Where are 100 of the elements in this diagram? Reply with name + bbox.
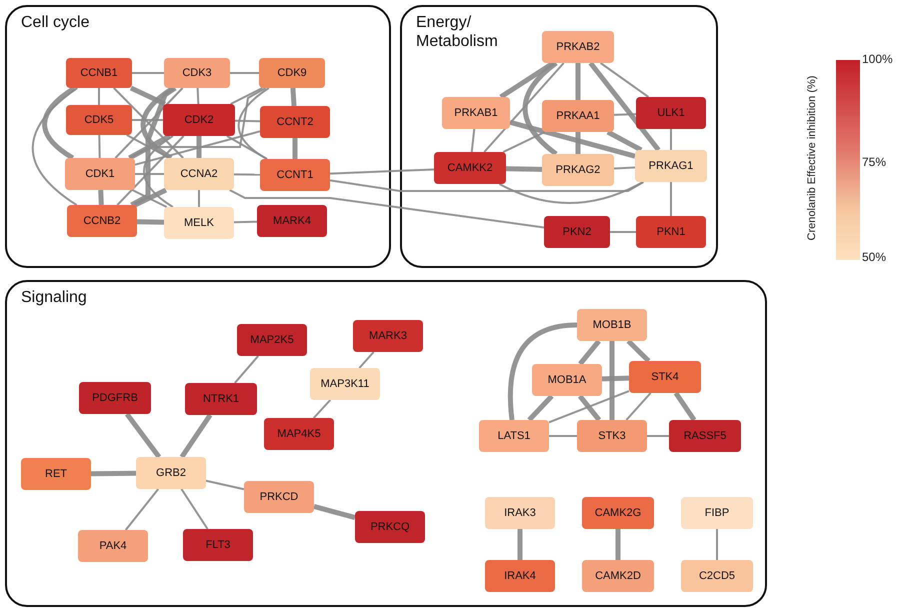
protein-node: RASSF5: [669, 420, 741, 452]
interaction-line: [527, 394, 554, 422]
protein-node: MARK4: [257, 205, 327, 237]
interaction-line: [576, 132, 580, 154]
interaction-line: [140, 86, 175, 160]
interaction-line: [614, 166, 636, 170]
protein-node: PRKAA1: [542, 100, 614, 132]
interaction-line: [180, 488, 208, 530]
interaction-line: [606, 130, 642, 152]
interaction-line: [196, 136, 202, 158]
protein-node: CDK3: [164, 58, 230, 88]
protein-node: CAMK2G: [582, 497, 654, 529]
interaction-line: [206, 480, 244, 490]
interaction-line: [42, 86, 76, 160]
panel-title: Signaling: [21, 288, 87, 307]
protein-node: MAP2K5: [237, 324, 307, 356]
protein-node: MOB1A: [532, 364, 602, 396]
protein-node: MAP3K11: [310, 368, 380, 400]
interaction-line: [506, 166, 542, 172]
interaction-line: [330, 179, 644, 192]
protein-node: IRAK3: [485, 497, 555, 529]
interaction-line: [647, 435, 669, 437]
interaction-line: [549, 435, 577, 437]
protein-node: CCNB1: [66, 58, 132, 88]
interaction-line: [358, 351, 374, 369]
protein-node: CCNT1: [260, 159, 330, 191]
protein-node: MARK3: [353, 320, 423, 352]
panel-title: Energy/ Metabolism: [416, 13, 499, 51]
interaction-line: [234, 220, 258, 224]
interaction-line: [670, 182, 672, 216]
interaction-line: [290, 88, 297, 106]
scale-tick-label: 50%: [862, 250, 886, 264]
group-panel: [400, 5, 718, 268]
protein-node: IRAK4: [485, 560, 555, 592]
interaction-line: [509, 120, 636, 159]
scale-title: Crenolanib Effective inhibition (%): [806, 74, 818, 242]
interaction-line: [124, 488, 160, 531]
interaction-line: [230, 87, 263, 105]
protein-node: CCNA2: [164, 158, 234, 190]
interaction-line: [229, 189, 544, 228]
protein-node: LATS1: [479, 420, 549, 452]
interaction-line: [234, 355, 259, 384]
protein-node: MOB1B: [577, 309, 647, 341]
interaction-line: [588, 61, 660, 152]
protein-node: FLT3: [183, 529, 253, 561]
interaction-line: [180, 414, 212, 458]
interaction-line: [134, 130, 260, 166]
protein-node: CCNB2: [67, 205, 137, 237]
interaction-line: [136, 219, 164, 225]
interaction-line: [130, 86, 166, 106]
protein-node: PRKCD: [244, 481, 314, 513]
protein-node: MELK: [164, 207, 234, 239]
interaction-line: [98, 134, 101, 158]
protein-node: PRKAB1: [442, 97, 510, 129]
interaction-line: [626, 339, 650, 363]
interaction-line: [670, 129, 672, 150]
interaction-line: [90, 470, 136, 476]
protein-node: GRB2: [136, 457, 206, 489]
protein-node: CCNT2: [260, 106, 330, 138]
protein-node: CDK9: [259, 58, 325, 88]
interaction-line: [522, 61, 558, 156]
protein-node: CDK1: [65, 158, 135, 190]
interaction-line: [600, 62, 650, 98]
interaction-line: [610, 231, 636, 233]
interaction-line: [548, 390, 630, 424]
group-panel: [5, 5, 391, 268]
interaction-line: [508, 322, 578, 420]
interaction-line: [226, 135, 268, 160]
interaction-line: [313, 504, 356, 520]
interaction-line: [196, 88, 200, 104]
protein-node: ULK1: [636, 97, 706, 129]
interaction-line: [576, 63, 580, 100]
interaction-line: [98, 190, 104, 206]
interaction-line: [32, 87, 78, 206]
interaction-line: [614, 113, 636, 116]
scale-tick-label: 75%: [862, 155, 886, 169]
protein-node: STK4: [629, 361, 701, 393]
protein-node: PDGFRB: [79, 382, 151, 414]
interaction-line: [142, 135, 174, 208]
protein-node: CAMK2D: [582, 560, 654, 592]
protein-node: PRKCQ: [355, 511, 425, 543]
interaction-line: [716, 529, 718, 560]
interaction-line: [330, 168, 434, 175]
interaction-line: [135, 173, 164, 175]
interaction-line: [602, 376, 630, 382]
interaction-line: [292, 138, 298, 159]
protein-node: CDK2: [163, 104, 235, 136]
scale-tick-label: 100%: [862, 52, 893, 66]
interaction-line: [312, 399, 332, 419]
protein-node: PKN2: [544, 216, 610, 248]
interaction-line: [130, 86, 177, 208]
interaction-line: [626, 392, 652, 421]
interaction-line: [132, 72, 164, 74]
interaction-line: [518, 529, 522, 560]
protein-node: FIBP: [681, 497, 753, 529]
interaction-line: [124, 412, 162, 458]
protein-node: STK3: [577, 420, 647, 452]
interaction-line: [198, 190, 200, 207]
protein-node: PRKAG1: [635, 150, 707, 182]
protein-node: PAK4: [78, 530, 148, 562]
